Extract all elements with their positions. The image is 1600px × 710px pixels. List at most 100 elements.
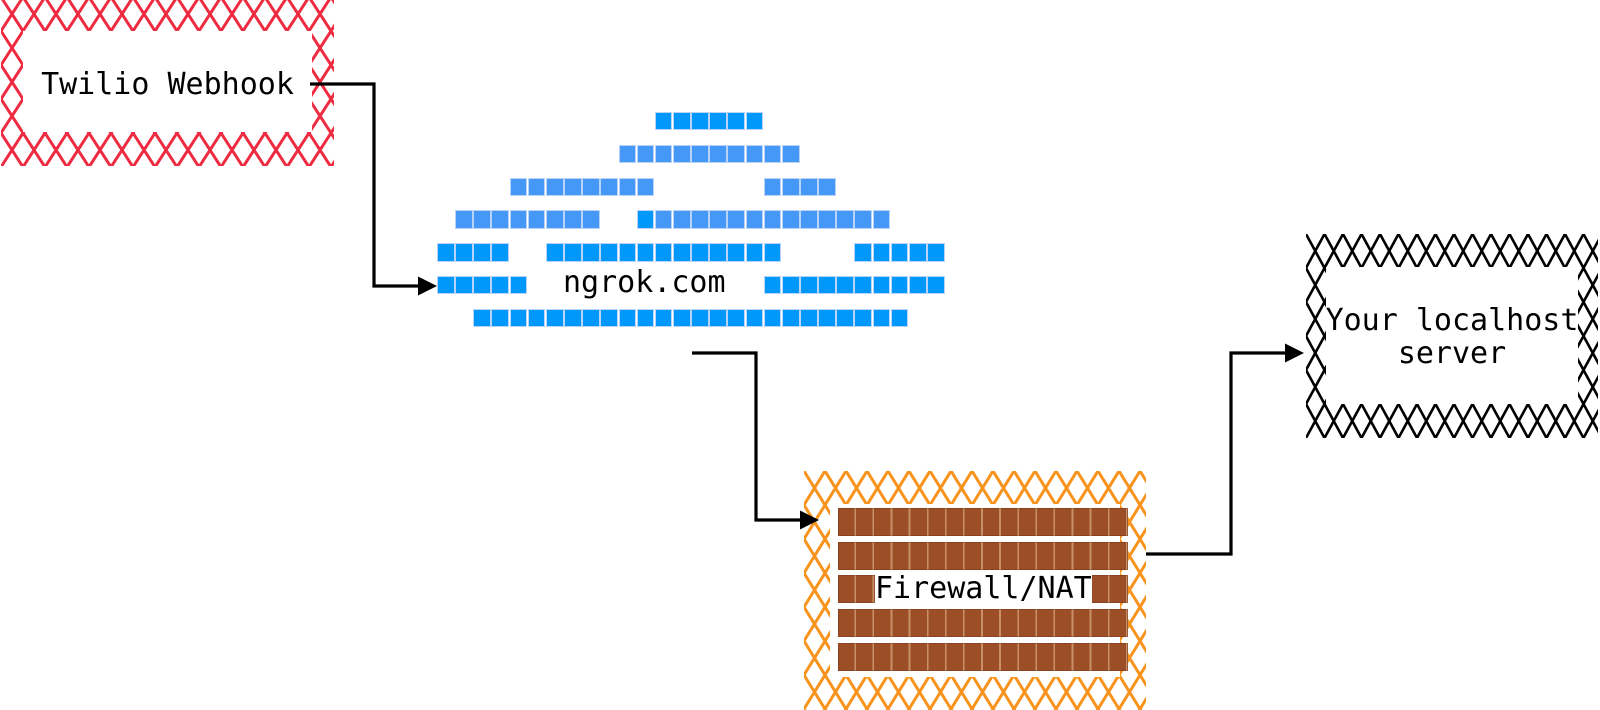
arrowhead-icon-twilio-to-ngrok [418, 276, 437, 296]
cloud-square [545, 177, 564, 196]
cloud-square [582, 308, 600, 328]
cloud-square [781, 308, 800, 328]
cloud-square [908, 243, 927, 262]
cloud-square [509, 210, 528, 229]
cloud-square [491, 210, 510, 229]
cloud-square [709, 308, 727, 328]
cloud-square [727, 112, 746, 131]
cloud-square [672, 144, 691, 164]
cloud-square [872, 308, 891, 328]
cloud-square [582, 177, 600, 196]
cloud-square [781, 210, 800, 229]
cloud-square [854, 276, 873, 295]
cloud-square [745, 243, 764, 262]
cloud-square [763, 308, 782, 328]
cloud-square [800, 308, 818, 328]
cloud-square [818, 308, 836, 328]
cloud-square [890, 243, 909, 262]
node-twilio-webhook: Twilio Webhook [1, 0, 334, 166]
cloud-square [636, 210, 655, 229]
cloud-square [709, 112, 727, 131]
brick-row: Firewall/NAT [838, 574, 1128, 605]
localhost-server-label: Your localhost server [1306, 234, 1598, 438]
cloud-square [727, 243, 746, 262]
cloud-square [564, 308, 582, 328]
cloud-square [763, 210, 782, 229]
cloud-square [890, 276, 909, 295]
cloud-square [654, 308, 673, 328]
cloud-square [600, 308, 619, 328]
arrow-firewall-to-localhost [1146, 351, 1287, 556]
cloud-square [654, 144, 673, 164]
cloud-square [872, 210, 891, 229]
localhost-hatch-border [1306, 234, 1598, 438]
brick-row [838, 609, 1128, 638]
cloud-square [618, 177, 637, 196]
cloud-square [473, 308, 491, 328]
cloud-square [672, 243, 691, 262]
cloud-square [818, 210, 836, 229]
cloud-square [654, 210, 673, 229]
cloud-square [727, 308, 746, 328]
cloud-square [527, 210, 546, 229]
cloud-square [473, 243, 491, 262]
cloud-square [654, 112, 673, 131]
cloud-square [854, 210, 873, 229]
cloud-square [455, 276, 473, 295]
cloud-square [745, 112, 764, 131]
cloud-square [672, 308, 691, 328]
brick-row [838, 508, 1128, 536]
cloud-square [927, 276, 945, 295]
cloud-square [781, 144, 800, 164]
arrow-ngrok-to-firewall [692, 351, 801, 522]
cloud-square [709, 210, 727, 229]
cloud-square [618, 308, 637, 328]
cloud-square [927, 243, 945, 262]
cloud-square [473, 276, 491, 295]
cloud-square [564, 210, 582, 229]
cloud-square [836, 276, 854, 295]
cloud-square [836, 210, 854, 229]
cloud-square [709, 243, 727, 262]
cloud-square [691, 112, 709, 131]
cloud-square [509, 177, 528, 196]
cloud-square [509, 276, 528, 295]
cloud-square [545, 210, 564, 229]
node-localhost-server: Your localhost server [1306, 234, 1598, 438]
cloud-square [618, 144, 637, 164]
node-ngrok-cloud: ngrok.com [437, 112, 952, 330]
cloud-square [473, 210, 491, 229]
cloud-square [691, 308, 709, 328]
cloud-square [636, 308, 655, 328]
cloud-square [890, 308, 909, 328]
cloud-square [636, 177, 655, 196]
cloud-square [763, 276, 782, 295]
cloud-square [908, 276, 927, 295]
cloud-square [672, 210, 691, 229]
cloud-square [564, 243, 582, 262]
cloud-square [781, 276, 800, 295]
cloud-square [582, 243, 600, 262]
localhost-label-line2: server [1397, 336, 1507, 371]
cloud-square [745, 308, 764, 328]
cloud-square [691, 243, 709, 262]
cloud-square [800, 276, 818, 295]
cloud-square [455, 243, 473, 262]
cloud-square [672, 112, 691, 131]
ngrok-label: ngrok.com [563, 265, 726, 300]
cloud-square [600, 177, 619, 196]
cloud-square [545, 308, 564, 328]
cloud-square [509, 308, 528, 328]
cloud-square [527, 177, 546, 196]
cloud-square [455, 210, 473, 229]
firewall-bricks: Firewall/NAT [838, 508, 1128, 682]
cloud-square [854, 243, 873, 262]
brick-row [838, 541, 1128, 570]
cloud-square [854, 308, 873, 328]
node-firewall: Firewall/NAT [804, 471, 1146, 710]
cloud-square [800, 210, 818, 229]
cloud-square [527, 308, 546, 328]
cloud-square [636, 144, 655, 164]
cloud-square [872, 243, 891, 262]
